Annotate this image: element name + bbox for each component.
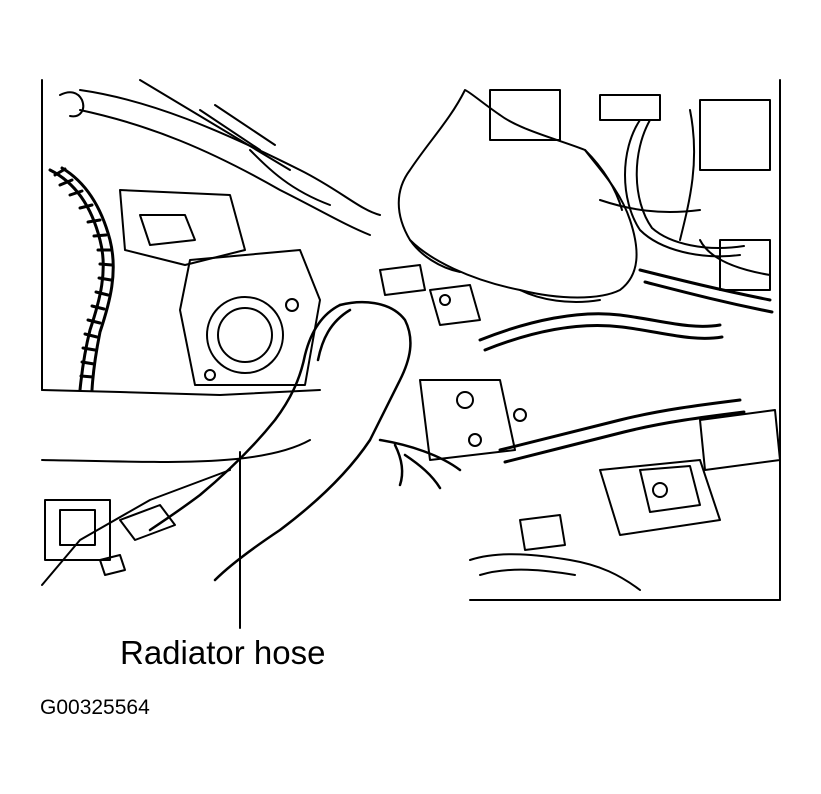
hand-illustration [397, 89, 638, 303]
center-components [379, 264, 527, 461]
upper-right-components [489, 89, 771, 291]
callout-label-radiator-hose: Radiator hose [120, 634, 326, 671]
radiator-hose [148, 300, 462, 582]
lower-right-assembly [469, 409, 781, 591]
water-outlet-housing [119, 189, 321, 386]
figure-id: G00325564 [40, 696, 150, 719]
left-wiring-harness [48, 166, 115, 392]
lower-left-connector [44, 499, 176, 576]
right-wiring-harness [478, 268, 774, 464]
upper-left-hoses [59, 79, 381, 236]
